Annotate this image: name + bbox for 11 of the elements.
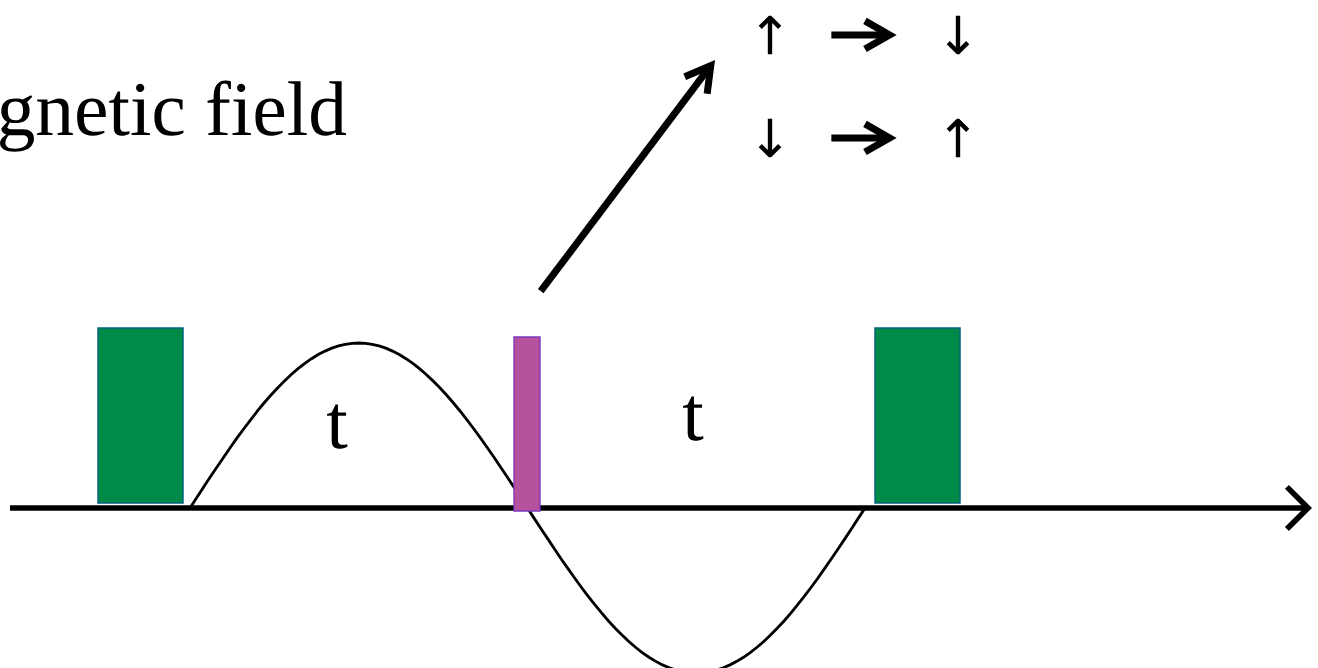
spin-arrow-symbol: ↑ bbox=[946, 118, 970, 158]
arrow bbox=[537, 60, 715, 294]
interval-label: t bbox=[683, 396, 704, 441]
pulse-bar bbox=[874, 327, 961, 504]
spin-arrow-symbol: ↓ bbox=[758, 118, 782, 158]
spin-arrow-symbol: ↓ bbox=[946, 15, 970, 55]
pulse-bar bbox=[513, 336, 541, 512]
axis-title: gnetic field bbox=[0, 80, 346, 152]
pulse-bar bbox=[97, 327, 184, 504]
spin-arrow-symbol: ↑ bbox=[758, 15, 782, 55]
interval-label: t bbox=[327, 404, 348, 449]
